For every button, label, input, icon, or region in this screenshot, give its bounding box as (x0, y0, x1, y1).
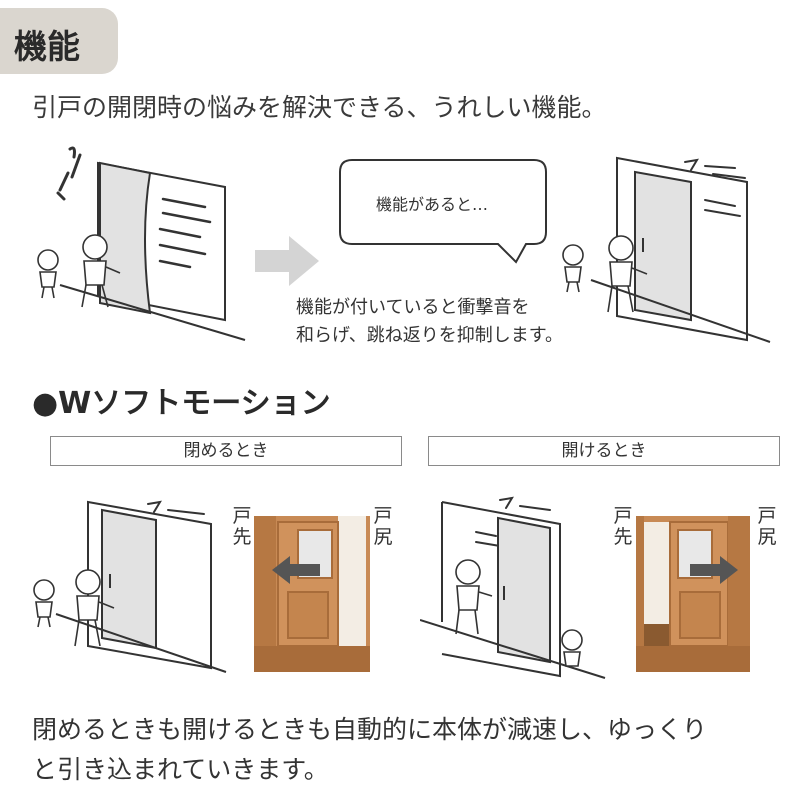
child-figure-small (37, 249, 59, 299)
intro-text: 引戸の開閉時の悩みを解決できる、うれしい機能。 (32, 93, 607, 122)
opening-sfx-mark (475, 496, 551, 547)
wood-door-opening (636, 516, 750, 672)
arrow-right-icon (255, 236, 319, 286)
footer-line2: と引き込まれていきます。 (32, 755, 329, 784)
footer-description: 閉めるときも開けるときも自動的に本体が減速し、ゆっくり と引き込まれていきます。 (32, 710, 707, 790)
footer-line1: 閉めるときも開けるときも自動的に本体が減速し、ゆっくり (32, 715, 708, 744)
top-caption: 機能が付いていると衝撃音を 和らげ、跳ね返りを抑制します。 (296, 294, 563, 350)
header-badge: 機能 (0, 8, 118, 74)
illustration-opening-door (420, 496, 606, 679)
speech-bubble-text: 機能があると… (376, 195, 489, 214)
child-figure-small-right (562, 244, 584, 293)
illustration-closing-door (33, 500, 227, 673)
panel-label-opening: 開けるとき (428, 436, 780, 466)
wood-door-closing (254, 516, 370, 672)
door-end-label-right-2: 戸尻 (757, 505, 777, 548)
door-end-label-left-2: 戸先 (613, 505, 633, 548)
child-figure (81, 234, 121, 308)
door-end-label-right-1: 戸尻 (373, 505, 393, 548)
child-figure-right (607, 235, 648, 313)
top-caption-line1: 機能が付いていると衝撃音を (296, 297, 530, 318)
illustration-door-soft-close (562, 156, 771, 343)
speech-bubble (339, 159, 547, 264)
panel-label-closing: 閉めるとき (50, 436, 402, 466)
door-end-label-left-1: 戸先 (232, 505, 252, 548)
illustration-door-slam (37, 146, 246, 341)
header-badge-label: 機能 (14, 27, 80, 66)
section-title: ●Wソフトモーション (32, 386, 331, 421)
soft-sfx-mark (684, 158, 746, 179)
top-caption-line2: 和らげ、跳ね返りを抑制します。 (296, 325, 563, 346)
bang-sfx-mark (56, 146, 82, 201)
